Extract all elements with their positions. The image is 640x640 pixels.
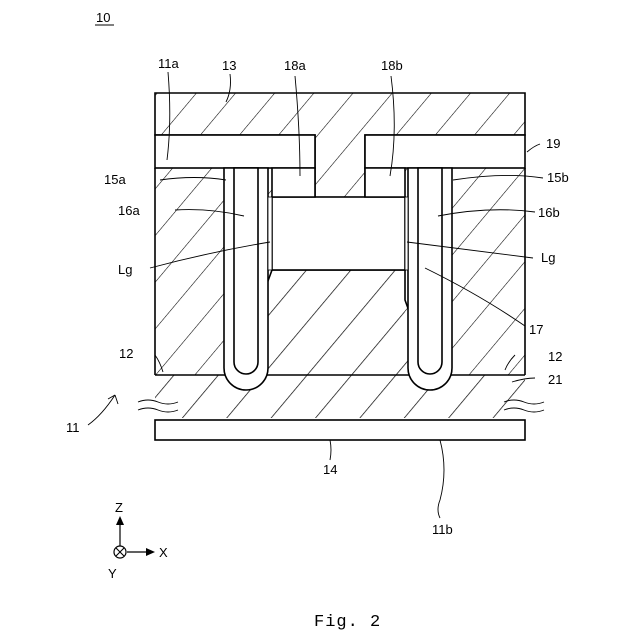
label-13: 13 [222, 58, 236, 73]
layer-19-right-bg [365, 135, 525, 168]
axis-x-label: X [159, 545, 168, 560]
leader-19 [527, 144, 540, 152]
label-lg-left: Lg [118, 262, 132, 277]
label-18a: 18a [284, 58, 306, 73]
label-21: 21 [548, 372, 562, 387]
label-lg-right: Lg [541, 250, 555, 265]
figure-caption: Fig. 2 [314, 613, 381, 632]
label-15a: 15a [104, 172, 126, 187]
gate-oxide-right [405, 197, 408, 270]
insulator-18a-bg [272, 168, 315, 197]
label-11: 11 [66, 420, 80, 435]
axis-y-label: Y [108, 566, 117, 581]
leader-14 [330, 440, 331, 460]
axis-z-label: Z [115, 500, 123, 515]
layer-19-left-bg [155, 135, 315, 168]
gate-oxide-left [268, 197, 272, 270]
figure-number: 10 [96, 10, 110, 25]
label-16b: 16b [538, 205, 560, 220]
axes-indicator [114, 516, 155, 558]
label-16a: 16a [118, 203, 140, 218]
label-15b: 15b [547, 170, 569, 185]
trench-16a-bg [234, 168, 258, 374]
insulator-18b-bg [365, 168, 405, 197]
label-11b: 11b [432, 522, 453, 537]
substrate-11 [155, 375, 525, 418]
x-axis-arrowhead [146, 548, 155, 556]
label-12-left: 12 [119, 346, 133, 361]
label-17: 17 [529, 322, 543, 337]
trench-16b-bg [418, 168, 442, 374]
leader-11 [88, 395, 115, 425]
gate-block-bg [272, 197, 405, 270]
label-19: 19 [546, 136, 560, 151]
label-18b: 18b [381, 58, 403, 73]
electrode-14-bg [155, 420, 525, 440]
label-12-right: 12 [548, 349, 562, 364]
z-axis-arrowhead [116, 516, 124, 525]
label-11a: 11a [158, 56, 179, 71]
label-14: 14 [323, 462, 337, 477]
leader-11b [438, 440, 444, 518]
